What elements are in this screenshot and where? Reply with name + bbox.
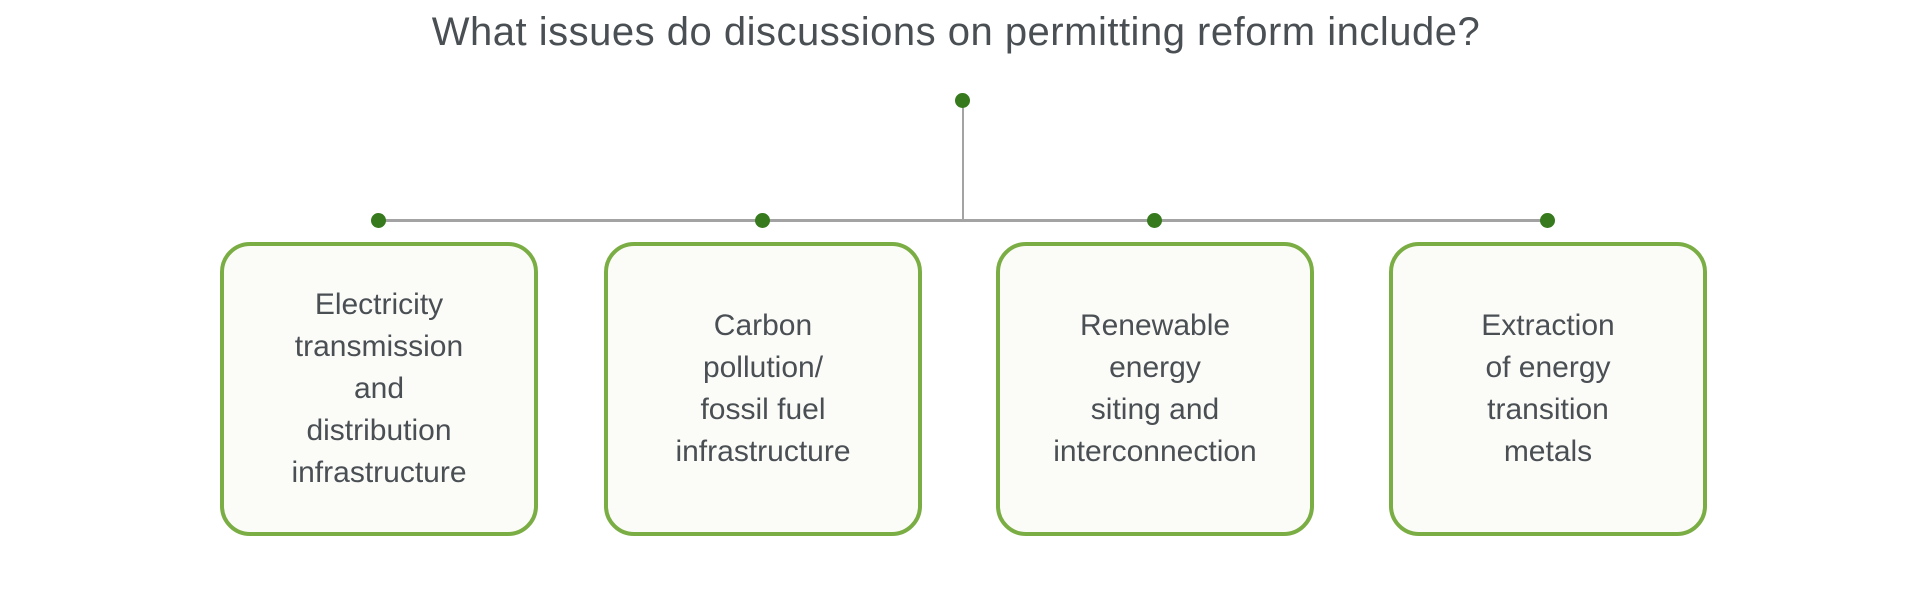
issue-box-carbon-pollution: Carbon pollution/ fossil fuel infrastruc… bbox=[604, 242, 922, 536]
issue-box-label: Renewable energy siting and interconnect… bbox=[1053, 309, 1257, 468]
connector-vertical-line bbox=[962, 101, 964, 220]
branch-node-dot-icon bbox=[371, 213, 386, 228]
connector-horizontal-line bbox=[379, 219, 1548, 222]
issue-box-label: Extraction of energy transition metals bbox=[1481, 309, 1615, 468]
issue-box-renewable-siting: Renewable energy siting and interconnect… bbox=[996, 242, 1314, 536]
issue-box-electricity-transmission: Electricity transmission and distributio… bbox=[220, 242, 538, 536]
root-node-dot-icon bbox=[955, 93, 970, 108]
issue-box-label: Carbon pollution/ fossil fuel infrastruc… bbox=[675, 309, 851, 468]
branch-node-dot-icon bbox=[1147, 213, 1162, 228]
branch-node-dot-icon bbox=[1540, 213, 1555, 228]
branch-node-dot-icon bbox=[755, 213, 770, 228]
issue-box-extraction-metals: Extraction of energy transition metals bbox=[1389, 242, 1707, 536]
diagram-title: What issues do discussions on permitting… bbox=[431, 10, 1481, 54]
issue-box-label: Electricity transmission and distributio… bbox=[291, 288, 467, 489]
